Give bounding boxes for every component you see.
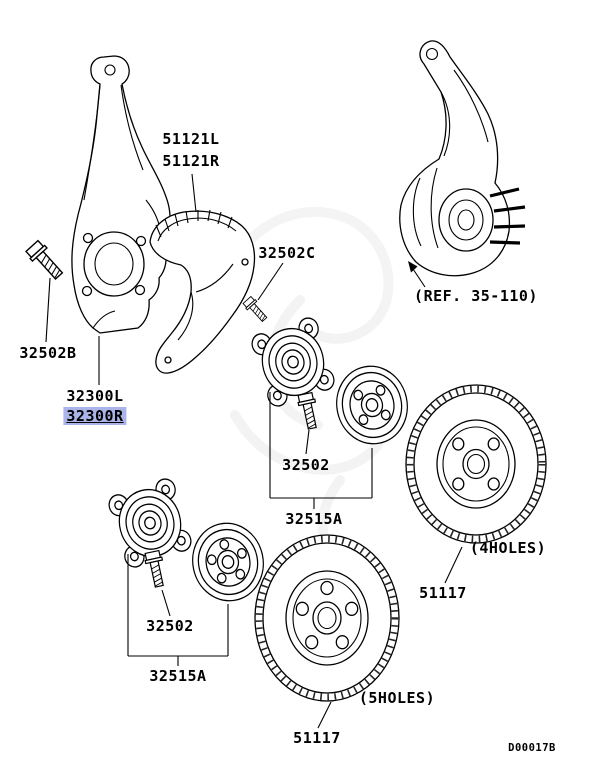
part-label-51117-right[interactable]: 51117 (419, 584, 467, 602)
ref-arrowhead (408, 261, 418, 273)
leader-lines (45, 173, 463, 729)
leader-bolt-upper (305, 429, 310, 455)
leader-shield (191, 173, 197, 213)
part-label-32502b[interactable]: 32502B (19, 344, 77, 362)
splash-shield-drawing (149, 209, 256, 374)
leader-bolt-b (45, 277, 51, 343)
part-label-51121l[interactable]: 51121L (162, 130, 220, 148)
ref-note-label[interactable]: (REF. 35-110) (414, 287, 538, 305)
bracket-hub-unit-lower (127, 554, 229, 666)
brake-disc-right-drawing (405, 384, 547, 544)
part-label-32502c[interactable]: 32502C (258, 244, 316, 262)
leader-bolt-c (257, 262, 284, 301)
bracket-hub-unit-upper (269, 392, 373, 509)
knuckle-drawing (71, 55, 171, 334)
leader-disc-right (444, 546, 463, 584)
part-label-51121r[interactable]: 51121R (162, 152, 220, 170)
part-label-32502-lower[interactable]: 32502 (146, 617, 194, 635)
bolt-32502c-drawing (241, 295, 270, 325)
part-label-32300l[interactable]: 32300L (66, 387, 124, 405)
four-holes-note: (4HOLES) (469, 539, 547, 557)
part-label-32515a-lower[interactable]: 32515A (149, 667, 207, 685)
leader-ref-arrow (412, 268, 426, 288)
part-label-32300r-selected[interactable]: 32300R (63, 407, 127, 425)
part-label-32502-upper[interactable]: 32502 (282, 456, 330, 474)
diagram-code: D00017B (508, 742, 556, 754)
hub-flange-upper-drawing (328, 359, 416, 451)
part-label-51117-lower[interactable]: 51117 (293, 729, 341, 747)
hub-bearing-upper-drawing (248, 314, 338, 410)
five-holes-note: (5HOLES) (358, 689, 436, 707)
brake-disc-lower-drawing (254, 534, 400, 702)
bolt-32502-lower-drawing (143, 549, 169, 589)
bolt-32502b-drawing (24, 238, 67, 284)
part-label-32515a-upper[interactable]: 32515A (285, 510, 343, 528)
caliper-assembly-drawing (399, 40, 526, 277)
leader-disc-lower (317, 701, 332, 729)
leader-bolt-lower (161, 589, 171, 617)
